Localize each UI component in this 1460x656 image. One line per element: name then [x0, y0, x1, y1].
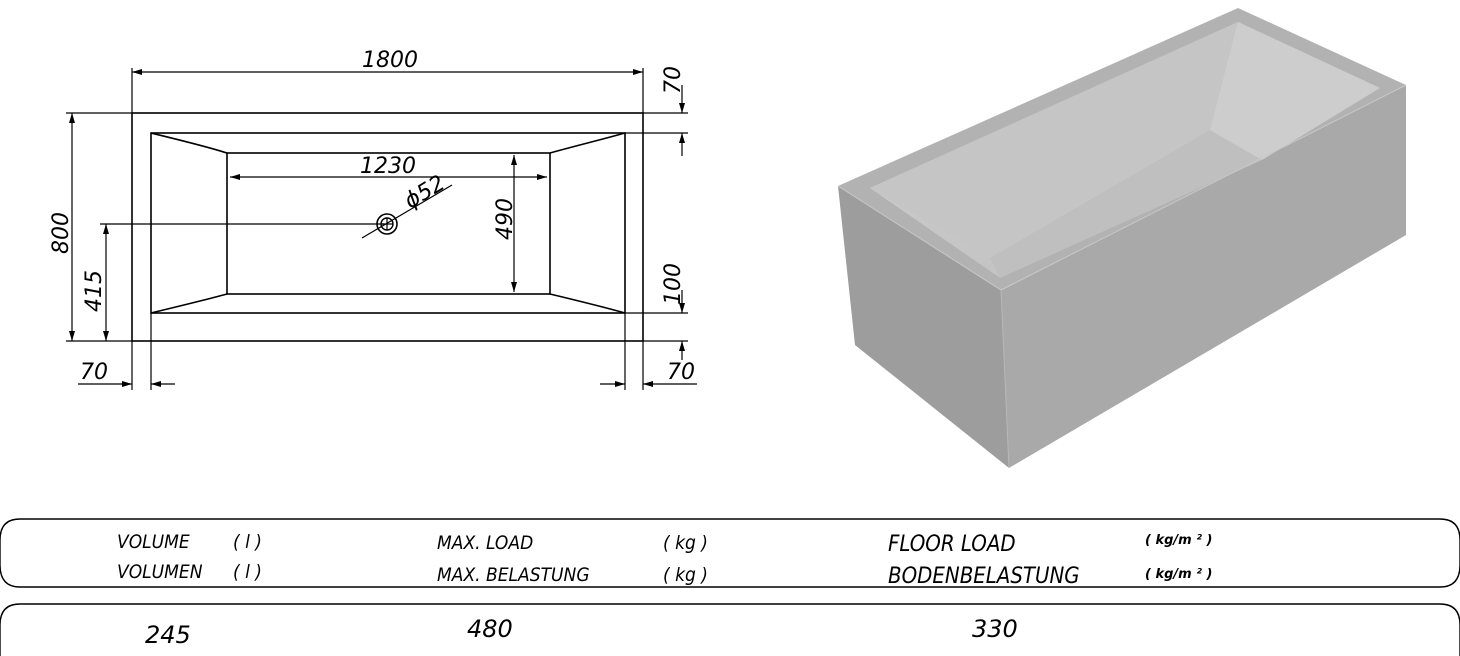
inner-width-label: 490	[493, 198, 518, 240]
drain-symbol	[376, 213, 398, 235]
load-unit-en: ( kg )	[663, 532, 708, 554]
floor-unit-de: ( kg/m ² )	[1145, 567, 1212, 582]
spec-value-frame	[0, 603, 1460, 656]
load-label-en: MAX. LOAD	[437, 532, 533, 554]
load-value: 480	[467, 615, 513, 643]
tub-inner-floor	[990, 130, 1262, 278]
volume-unit-de: ( l )	[233, 561, 262, 583]
plan-view	[66, 68, 697, 390]
tub-front-face	[838, 186, 1009, 468]
load-label-de: MAX. BELASTUNG	[437, 564, 590, 586]
spec-table	[0, 518, 1460, 656]
load-unit-de: ( kg )	[663, 564, 708, 586]
basin-outline	[150, 132, 626, 314]
rim-bottom-label: 100	[661, 263, 686, 305]
outer-outline	[131, 112, 644, 342]
rim-top-label: 70	[661, 66, 686, 94]
volume-label-en: VOLUME	[117, 531, 190, 553]
floor-label-de: BODENBELASTUNG	[888, 564, 1080, 589]
bathtub-3d-render	[837, 8, 1407, 469]
slope-curve-bottom-right	[549, 293, 626, 314]
rim-right-label: 70	[667, 360, 695, 385]
inner-length-label: 1230	[360, 154, 416, 179]
volume-unit-en: ( l )	[233, 531, 262, 553]
spec-header-frame	[0, 518, 1460, 588]
tub-inner-end-slope	[1210, 22, 1380, 160]
slope-curve-bottom-left	[150, 293, 228, 314]
overall-width-label: 800	[49, 212, 74, 254]
drain-leader	[361, 184, 453, 239]
floor-unit-en: ( kg/m ² )	[1145, 533, 1212, 548]
tub-inner-wall	[870, 22, 1238, 258]
overall-length-label: 1800	[362, 48, 418, 73]
slope-curve-top-right	[549, 132, 626, 154]
tub-end-face	[1001, 85, 1406, 468]
rim-left-label: 70	[80, 360, 108, 385]
volume-value: 245	[145, 621, 191, 649]
volume-label-de: VOLUMEN	[117, 561, 203, 583]
floor-load-value: 330	[972, 615, 1018, 643]
slope-curve-top-left	[150, 132, 228, 154]
drain-offset-label: 415	[82, 270, 107, 312]
floor-label-en: FLOOR LOAD	[888, 532, 1016, 557]
